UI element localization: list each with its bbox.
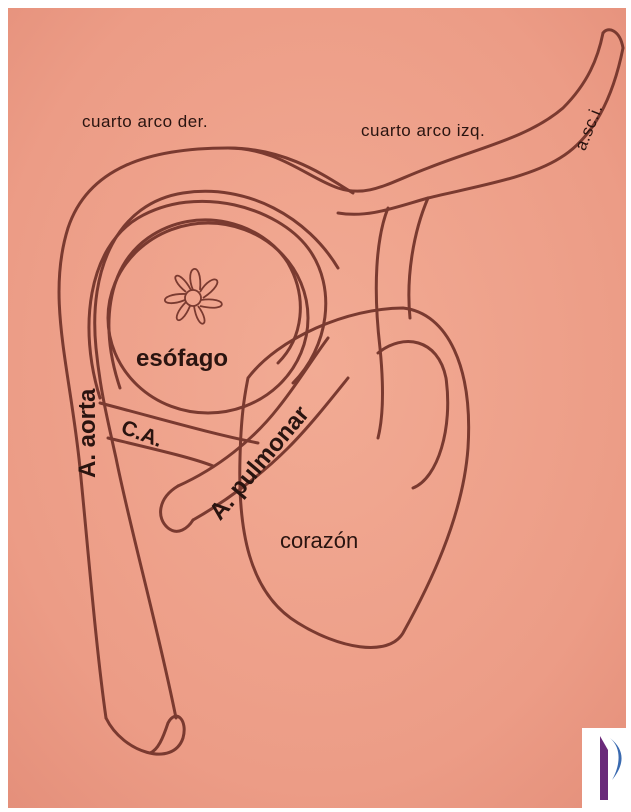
paper-background: cuarto arco der. cuarto arco izq. a.sc.i… (8, 8, 626, 808)
label-corazon: corazón (280, 528, 358, 554)
corner-logo (582, 728, 630, 808)
logo-mark-icon (582, 728, 630, 808)
label-cuarto-arco-der: cuarto arco der. (82, 112, 208, 132)
label-a-aorta: A. aorta (74, 389, 102, 478)
label-esofago: esófago (136, 345, 228, 373)
label-cuarto-arco-izq: cuarto arco izq. (361, 121, 485, 141)
